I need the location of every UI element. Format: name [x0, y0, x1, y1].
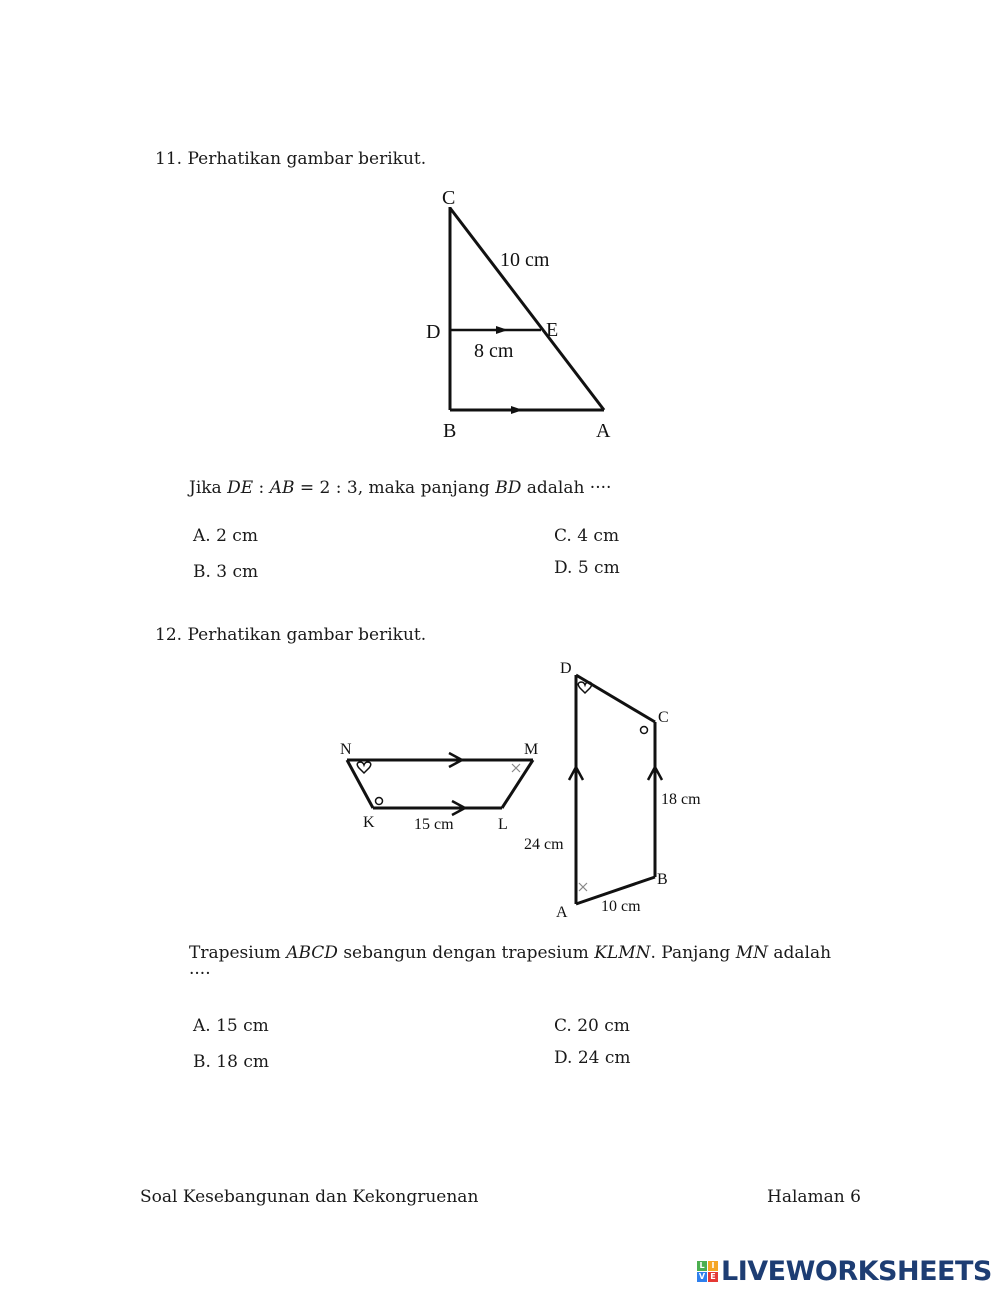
vertex-label: N: [340, 741, 352, 758]
side-label: 8 cm: [474, 340, 514, 362]
cross-angle-icon: [578, 882, 588, 892]
question-number: 12.: [155, 625, 183, 645]
vertex-label: M: [524, 741, 538, 758]
liveworksheets-logo: L I V E LIVEWORKSHEETS: [697, 1256, 992, 1287]
question-11-header: 11. Perhatikan gambar berikut.: [155, 149, 426, 169]
vertex-label: C: [442, 187, 455, 209]
vertex-label: B: [443, 420, 456, 442]
question-12-header: 12. Perhatikan gambar berikut.: [155, 625, 426, 645]
question-11-text: Jika DE : AB = 2 : 3, maka panjang BD ad…: [189, 478, 612, 498]
vertex-label: K: [363, 814, 375, 831]
parallel-arrow-icon: [496, 326, 508, 334]
question-12-text: Trapesium ABCD sebangun dengan trapesium…: [189, 943, 832, 963]
question-12-text-continued: ····: [189, 964, 211, 984]
question-number: 11.: [155, 149, 183, 169]
triangle-figure: C D E B A 10 cm 8 cm: [426, 187, 611, 442]
vertex-label: A: [596, 420, 611, 442]
vertex-label: C: [658, 709, 669, 726]
circle-angle-icon: [374, 796, 384, 806]
option-b[interactable]: B. 18 cm: [193, 1052, 269, 1072]
question-prompt: Perhatikan gambar berikut.: [187, 625, 427, 645]
logo-text: LIVEWORKSHEETS: [721, 1256, 992, 1287]
option-c[interactable]: C. 20 cm: [554, 1016, 630, 1036]
option-c[interactable]: C. 4 cm: [554, 526, 620, 546]
heart-icon: [577, 681, 593, 695]
page-number: Halaman 6: [767, 1187, 861, 1207]
vertex-label: D: [426, 321, 440, 343]
option-d[interactable]: D. 5 cm: [554, 558, 620, 578]
side-label: 18 cm: [661, 791, 701, 808]
option-a[interactable]: A. 15 cm: [193, 1016, 269, 1036]
option-a[interactable]: A. 2 cm: [193, 526, 258, 546]
footer-title: Soal Kesebangunan dan Kekongruenan: [140, 1187, 479, 1207]
trapezoid-abcd: [567, 673, 664, 906]
vertex-label: B: [657, 871, 668, 888]
vertex-label: L: [498, 816, 508, 833]
vertex-label: D: [560, 660, 572, 677]
cross-angle-icon: [511, 763, 521, 773]
option-d[interactable]: D. 24 cm: [554, 1048, 631, 1068]
circle-angle-icon: [639, 725, 649, 735]
question-prompt: Perhatikan gambar berikut.: [187, 149, 427, 169]
option-b[interactable]: B. 3 cm: [193, 562, 259, 582]
parallel-arrow-icon: [511, 406, 523, 414]
trapezoids-figure: N M K L 15 cm D C B A 18 cm 24 cm 10 cm: [340, 660, 701, 921]
vertex-label: E: [546, 319, 558, 341]
side-label: 15 cm: [414, 816, 454, 833]
side-label: 24 cm: [524, 836, 564, 853]
side-label: 10 cm: [500, 249, 550, 271]
heart-icon: [356, 761, 372, 775]
trapezoid-klmn: [345, 751, 535, 817]
live-blocks-icon: L I V E: [697, 1261, 718, 1282]
side-label: 10 cm: [601, 898, 641, 915]
vertex-label: A: [556, 904, 568, 921]
